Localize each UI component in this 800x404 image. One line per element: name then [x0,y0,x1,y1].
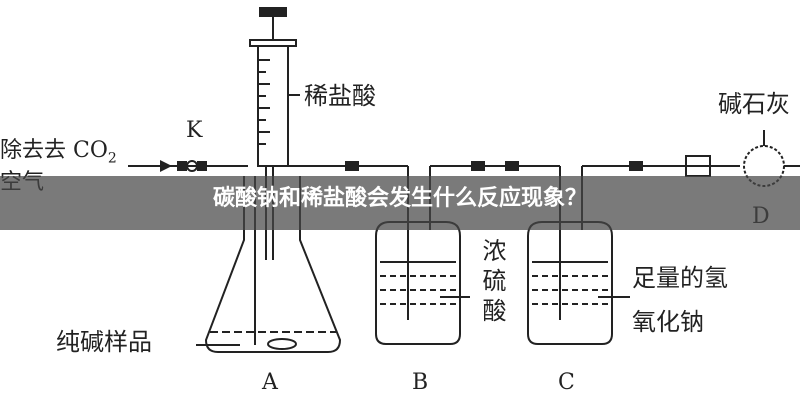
conc-h2so4-label: 浓硫酸 [478,238,506,328]
flow-arrow [160,160,172,172]
label-b: B [412,370,429,395]
label-a: A [262,370,278,395]
valve-k-label: K [186,118,203,143]
syringe-plunger-top [259,7,287,17]
banner-title: 碳酸钠和稀盐酸会发生什么反应现象？ [212,186,587,211]
co2-removal-label-line1: 除去去 CO2 [0,138,117,167]
label-c: C [558,370,575,395]
sample-label: 纯碱样品 [56,328,152,356]
bottle-c [527,221,613,345]
flask-a [204,176,342,353]
soda-lime-label: 碱石灰 [718,90,790,118]
naoh-label-line1: 足量的氢 [632,264,728,292]
title-banner [0,176,800,230]
bottle-b [375,221,461,345]
naoh-label-line2: 氧化钠 [632,308,704,336]
dilute-hcl-label: 稀盐酸 [304,82,376,110]
syringe-barrel [257,45,289,167]
